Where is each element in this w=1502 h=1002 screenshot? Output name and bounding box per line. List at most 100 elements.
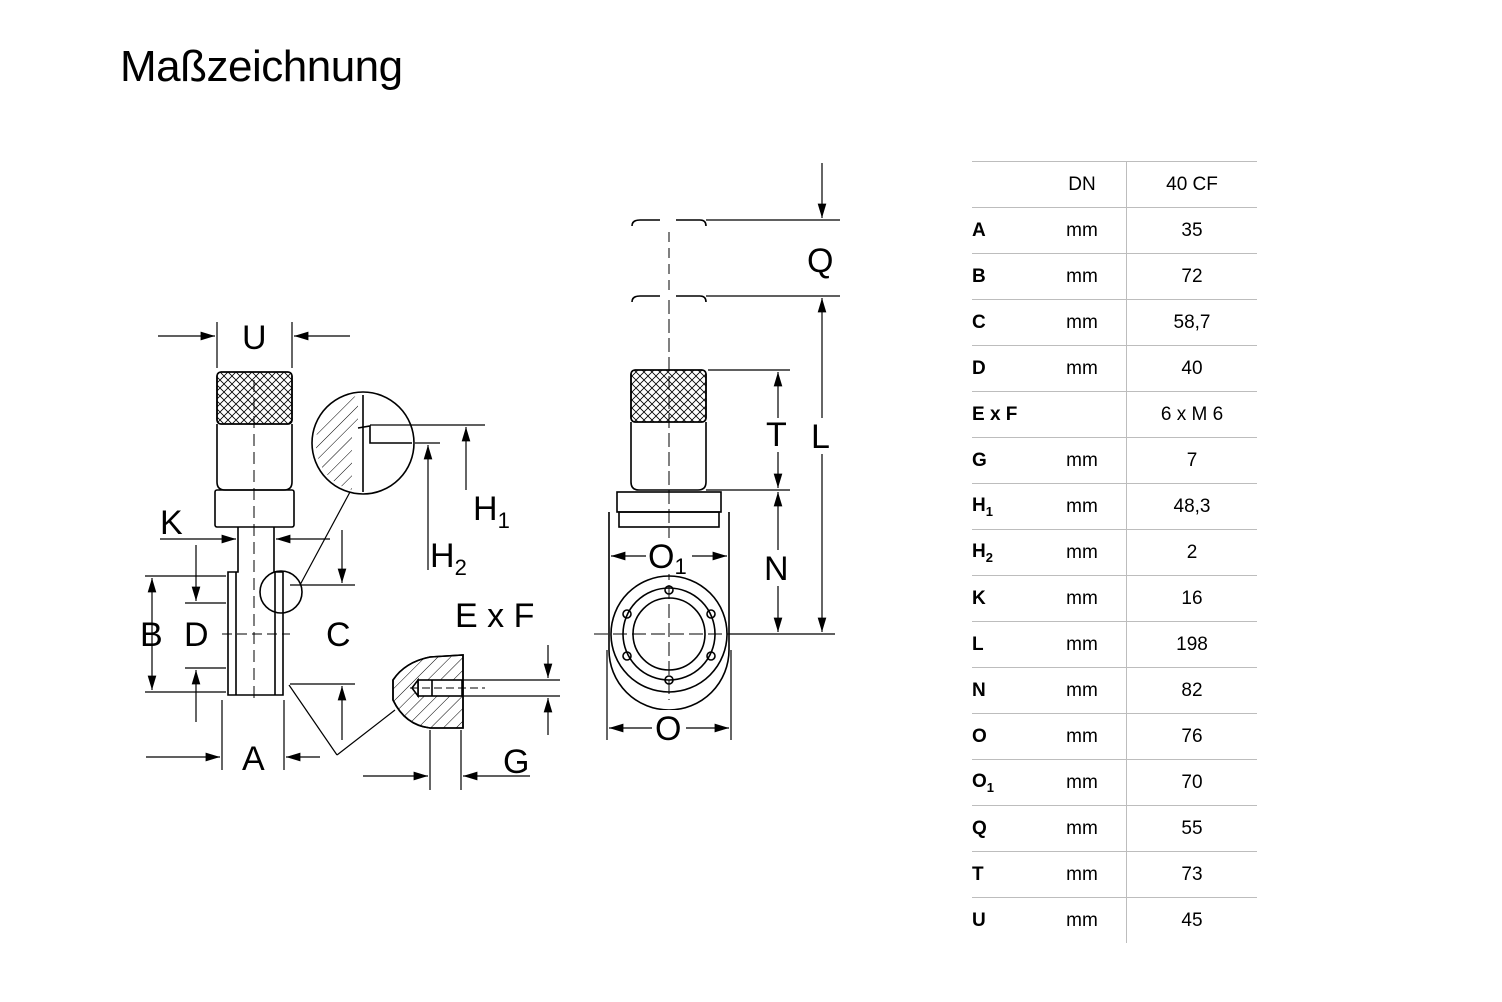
row-key-text: G: [972, 449, 987, 471]
label-U: U: [242, 319, 267, 357]
row-unit: mm: [1038, 621, 1127, 668]
row-unit: mm: [1038, 851, 1127, 898]
row-key-text: O: [972, 725, 987, 747]
label-G: G: [503, 743, 529, 781]
row-value: 7: [1126, 437, 1257, 484]
row-key: A: [972, 207, 1038, 254]
row-unit: mm: [1038, 575, 1127, 622]
row-unit: mm: [1038, 759, 1127, 806]
svg-text:O1: O1: [648, 538, 687, 579]
row-key: O: [972, 713, 1038, 760]
table-row: E x F 6 x M 6: [972, 391, 1257, 438]
label-B: B: [140, 616, 163, 654]
label-H1: H: [473, 490, 498, 528]
row-key: D: [972, 345, 1038, 392]
row-key: Q: [972, 805, 1038, 852]
row-value: 16: [1126, 575, 1257, 622]
row-key: B: [972, 253, 1038, 300]
row-key-text: E x F: [972, 403, 1018, 425]
row-unit: mm: [1038, 483, 1127, 530]
row-unit: mm: [1038, 207, 1127, 254]
label-ExF: E x F: [455, 597, 534, 635]
label-H1-sub: 1: [498, 508, 510, 533]
page-title: Maßzeichnung: [120, 42, 403, 91]
label-L: L: [811, 418, 830, 456]
row-unit: mm: [1038, 299, 1127, 346]
row-key-subscript: 1: [985, 503, 993, 519]
table-header-row: DN 40 CF: [972, 161, 1257, 208]
row-value: 48,3: [1126, 483, 1257, 530]
row-key-text: N: [972, 679, 986, 701]
row-value: 45: [1126, 897, 1257, 943]
row-key-subscript: 1: [986, 779, 995, 795]
row-key: L: [972, 621, 1038, 668]
row-value: 70: [1126, 759, 1257, 806]
row-value: 82: [1126, 667, 1257, 714]
row-key: H1: [972, 483, 1038, 530]
side-dimension-lines: [145, 322, 560, 790]
row-key-text: U: [972, 909, 986, 931]
row-value: 40: [1126, 345, 1257, 392]
row-key: K: [972, 575, 1038, 622]
row-unit: mm: [1038, 253, 1127, 300]
row-key-text: Q: [972, 817, 987, 839]
svg-text:H2: H2: [430, 537, 467, 580]
row-key-subscript: 2: [985, 549, 993, 565]
row-key-text: T: [972, 863, 984, 885]
header-value: 40 CF: [1126, 161, 1257, 208]
row-value: 35: [1126, 207, 1257, 254]
row-key: T: [972, 851, 1038, 898]
row-value: 72: [1126, 253, 1257, 300]
row-key: N: [972, 667, 1038, 714]
dimension-drawing: U K B D C A H1 H2 E x F G Q T L N O1 O: [140, 163, 840, 790]
row-key-text: B: [972, 265, 986, 287]
row-key-text: H: [972, 540, 986, 562]
row-key-text: K: [972, 587, 986, 609]
row-key: H2: [972, 529, 1038, 576]
label-C: C: [326, 616, 351, 654]
row-key: O1: [972, 759, 1038, 806]
label-D: D: [184, 616, 209, 654]
row-key: G: [972, 437, 1038, 484]
label-O1: O: [648, 538, 674, 576]
row-unit: [1038, 391, 1127, 438]
row-key-text: A: [972, 219, 986, 241]
row-unit: mm: [1038, 345, 1127, 392]
row-value: 73: [1126, 851, 1257, 898]
header-dn: DN: [1038, 161, 1127, 208]
label-H2: H: [430, 537, 455, 575]
label-N: N: [764, 550, 789, 588]
row-value: 198: [1126, 621, 1257, 668]
row-unit: mm: [1038, 805, 1127, 852]
row-value: 2: [1126, 529, 1257, 576]
row-value: 58,7: [1126, 299, 1257, 346]
row-key: E x F: [972, 391, 1038, 438]
row-key-text: O: [972, 770, 987, 792]
row-unit: mm: [1038, 667, 1127, 714]
row-unit: mm: [1038, 529, 1127, 576]
row-key-text: L: [972, 633, 984, 655]
front-view: [594, 219, 744, 711]
row-unit: mm: [1038, 897, 1127, 943]
row-value: 76: [1126, 713, 1257, 760]
side-view: [214, 371, 485, 756]
row-key-text: C: [972, 311, 986, 333]
svg-text:H1: H1: [473, 490, 510, 533]
label-Q: Q: [807, 242, 833, 280]
row-value: 6 x M 6: [1126, 391, 1257, 438]
row-key: U: [972, 897, 1038, 943]
